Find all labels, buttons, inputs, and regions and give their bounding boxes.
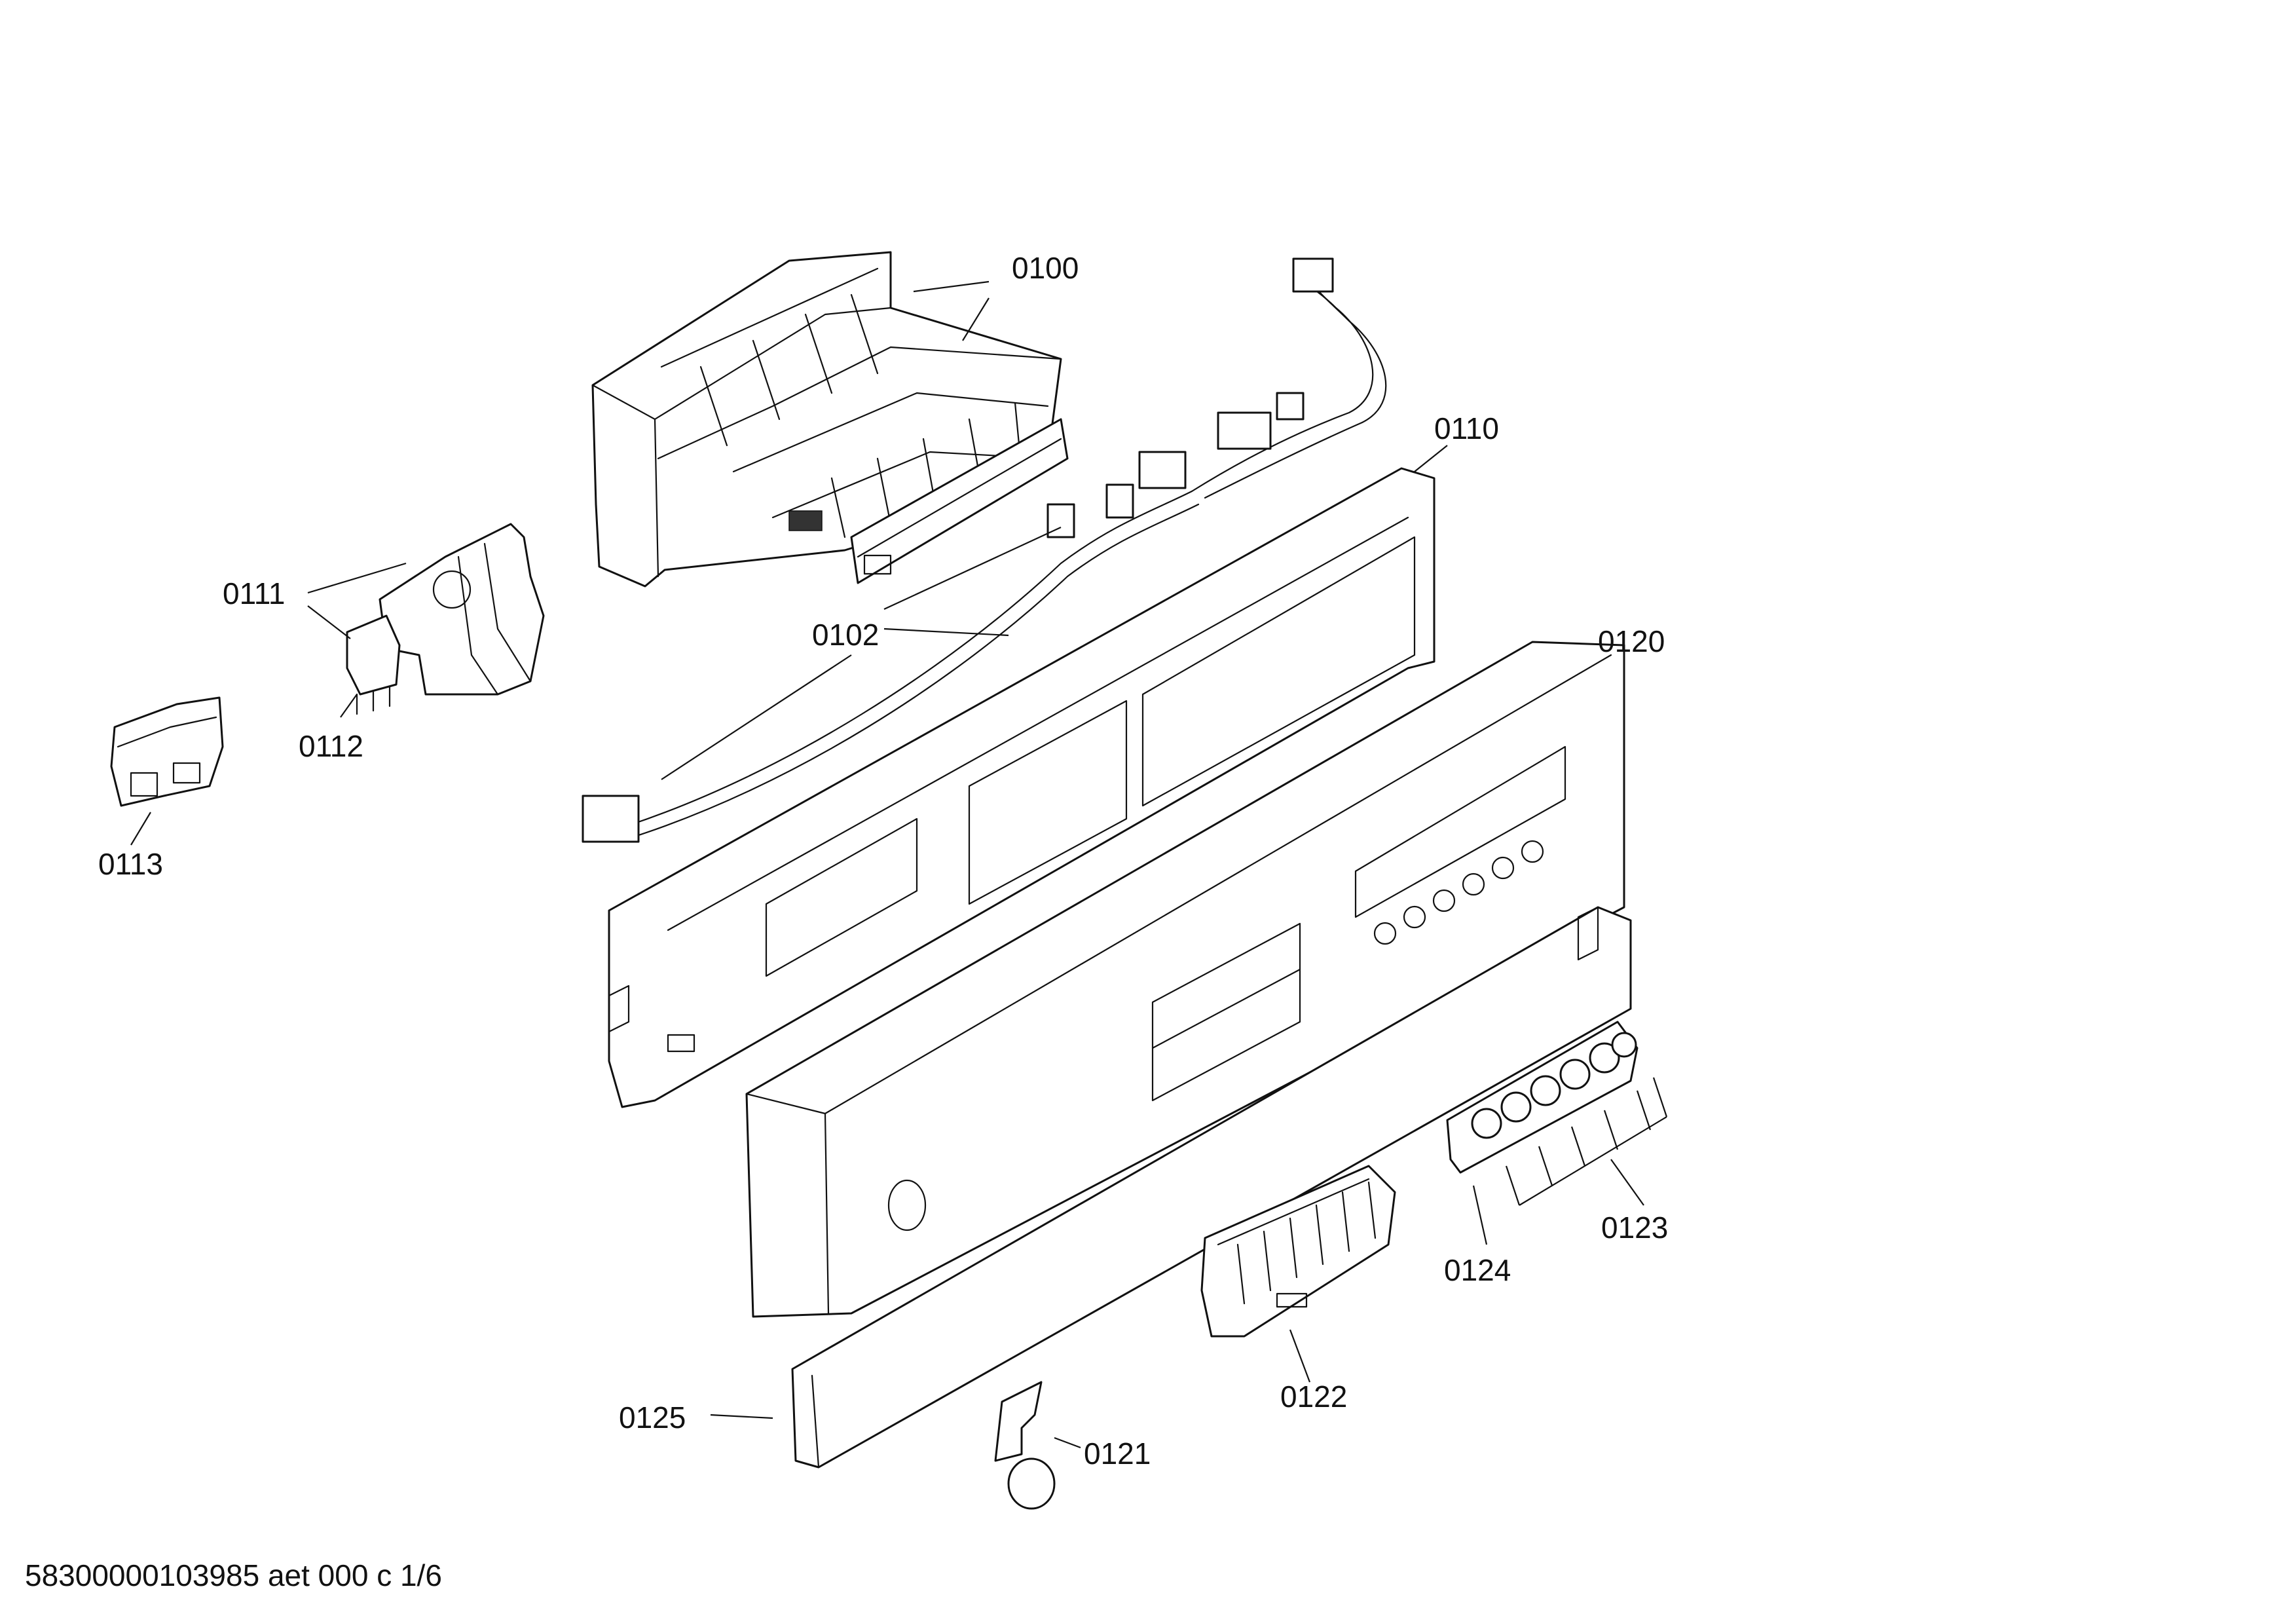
part-0122-latch-handle (1200, 1165, 1396, 1338)
callout-0122: 0122 (1280, 1379, 1347, 1414)
part-0110-panel-frame (608, 467, 1435, 1108)
callout-0111: 0111 (223, 576, 286, 610)
callout-0123: 0123 (1601, 1210, 1668, 1245)
callout-0113: 0113 (98, 847, 163, 881)
part-0112-relay (346, 614, 401, 715)
part-0124-button-strip (1446, 1021, 1639, 1174)
part-0120-front-fascia (745, 641, 1625, 1318)
part-0113-power-switch (110, 696, 224, 807)
callout-0100: 0100 (1012, 251, 1079, 285)
document-id: 58300000103985 aet 000 c 1/6 (25, 1558, 442, 1592)
callout-0125: 0125 (619, 1400, 686, 1435)
callout-0110: 0110 (1434, 411, 1499, 445)
callout-0102: 0102 (812, 618, 879, 652)
part-0102-display-board (850, 418, 1069, 584)
part-0121-lever (994, 1381, 1056, 1510)
wiring-harness (582, 257, 1387, 843)
callout-0112: 0112 (299, 729, 363, 763)
callout-0124: 0124 (1444, 1253, 1511, 1287)
callout-0121: 0121 (1084, 1436, 1151, 1471)
part-0100-control-module (591, 251, 1062, 588)
leader-lines (130, 280, 1668, 1449)
part-0111-switch-assembly (379, 523, 545, 696)
part-0125-trim-strip (791, 906, 1632, 1469)
callout-0120: 0120 (1598, 624, 1665, 658)
